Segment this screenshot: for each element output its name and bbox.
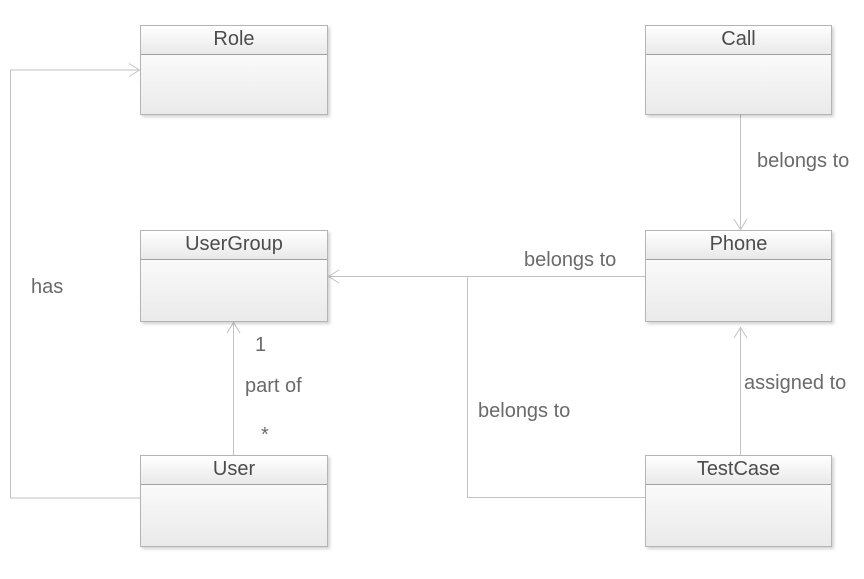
class-title: Call (646, 26, 831, 55)
class-body (141, 260, 327, 321)
open-arrowhead-icon (733, 218, 748, 231)
connector-line (467, 277, 645, 498)
class-node-call[interactable]: Call (645, 25, 832, 115)
edge-testcase-phone (733, 326, 748, 455)
connector-line (10, 69, 140, 499)
class-body (141, 55, 327, 114)
open-arrowhead-icon (327, 269, 340, 284)
multiplicity-source: * (261, 424, 269, 446)
class-body (141, 485, 327, 546)
class-body (646, 260, 831, 321)
class-body (646, 55, 831, 114)
edge-label-testcase-usergroup: belongs to (478, 400, 571, 422)
edge-label-phone-usergroup: belongs to (524, 249, 617, 271)
edge-phone-usergroup (327, 269, 645, 284)
class-node-testcase[interactable]: TestCase (645, 455, 832, 547)
class-title: TestCase (646, 456, 831, 485)
edge-user-role (10, 63, 141, 499)
class-node-usergroup[interactable]: UserGroup (140, 230, 328, 322)
edge-testcase-usergroup (467, 277, 645, 498)
class-node-phone[interactable]: Phone (645, 230, 832, 322)
multiplicity-target: 1 (255, 334, 267, 356)
open-arrowhead-icon (128, 63, 141, 77)
edge-label-user-usergroup: part of (245, 375, 302, 397)
edge-user-usergroup (226, 321, 241, 455)
edge-label-testcase-phone: assigned to (744, 372, 847, 394)
class-node-user[interactable]: User (140, 455, 328, 547)
edge-label-user-role: has (31, 276, 64, 298)
class-title: Role (141, 26, 327, 55)
class-body (646, 485, 831, 546)
class-node-role[interactable]: Role (140, 25, 328, 115)
class-title: Phone (646, 231, 831, 260)
class-title: UserGroup (141, 231, 327, 260)
edge-label-call-phone: belongs to (757, 150, 850, 172)
open-arrowhead-icon (733, 326, 748, 339)
open-arrowhead-icon (226, 321, 241, 334)
class-title: User (141, 456, 327, 485)
edge-call-phone (733, 115, 748, 231)
